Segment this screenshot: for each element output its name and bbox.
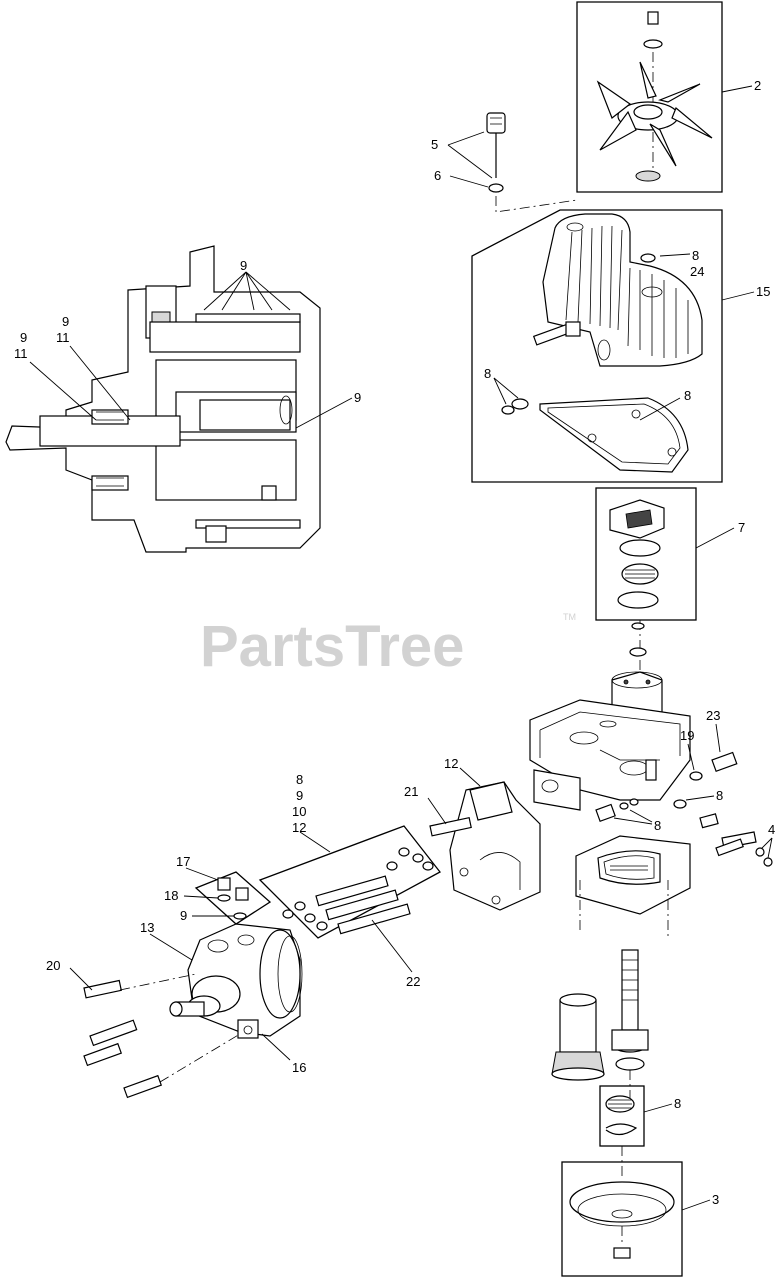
bearing-box (599, 1085, 645, 1147)
pulley (569, 1181, 675, 1223)
fitting-plug-b (235, 887, 249, 901)
housing-cover (542, 213, 703, 367)
callout-9-a: 9 (20, 330, 27, 345)
pulley-nut (613, 1247, 631, 1259)
cover-seal (640, 253, 656, 263)
valve-washer (689, 771, 703, 781)
callout-12: 12 (444, 756, 458, 771)
fan-nut (647, 11, 659, 25)
bracket-bolt (429, 816, 472, 837)
callout-4: 4 (768, 822, 775, 837)
callout-9-small: 9 (180, 908, 187, 923)
filter (551, 993, 605, 1081)
callout-19: 19 (680, 728, 694, 743)
callout-13: 13 (140, 920, 154, 935)
callout-8-housing: 8 (654, 818, 661, 833)
callout-3: 3 (712, 1192, 719, 1207)
cover-fill-port (566, 222, 584, 232)
callout-9-b: 9 (62, 314, 69, 329)
section-view: 9 9 11 9 11 9 (5, 245, 361, 553)
main-housing (529, 699, 691, 811)
callout-8-top: 8 (692, 248, 699, 263)
callout-8-right-gasket: 8 (684, 388, 691, 403)
callout-8-valve: 8 (716, 788, 723, 803)
callout-8-bearing: 8 (674, 1096, 681, 1111)
wheel-motor: 13 16 (140, 920, 306, 1075)
lever-seal-a (511, 398, 529, 410)
fitting-kit: 17 18 9 (164, 854, 272, 925)
callout-22: 22 (406, 974, 420, 989)
fan-blades (596, 61, 713, 167)
fan-washer (643, 39, 663, 49)
thrust-race (617, 591, 659, 609)
motor-bolts: 20 (46, 958, 241, 1099)
callout-6: 6 (434, 168, 441, 183)
callout-11-b: 11 (56, 330, 70, 345)
lever-seal-b (501, 405, 515, 415)
callout-9-right: 9 (354, 390, 361, 405)
callout-9-stack: 9 (296, 788, 303, 803)
callout-2: 2 (754, 78, 761, 93)
fan-assembly: 2 (576, 1, 761, 193)
filter-body (559, 999, 597, 1053)
callout-12-stack: 12 (292, 820, 306, 835)
housing-fittings: 8 (595, 798, 661, 833)
valve-cap (711, 751, 738, 773)
callout-11-a: 11 (14, 346, 28, 361)
output-shaft (611, 949, 649, 1100)
watermark-trademark: TM (563, 612, 576, 622)
callout-8-stack: 8 (296, 772, 303, 787)
fitting-plug-a (217, 877, 231, 891)
motor-mount-ear (237, 1019, 259, 1039)
callout-24: 24 (690, 264, 704, 279)
callout-21: 21 (404, 784, 418, 799)
relief-valve: 23 19 8 (673, 708, 738, 809)
pulley-group: 3 (561, 1146, 719, 1277)
callout-7: 7 (738, 520, 745, 535)
callout-16: 16 (292, 1060, 306, 1075)
callout-5: 5 (431, 137, 438, 152)
callout-9-top: 9 (240, 258, 247, 273)
dipstick-cap (486, 112, 506, 134)
mounting-bracket: 12 21 (404, 756, 541, 911)
shaft-bearing: 8 (599, 1085, 681, 1147)
swashplate-group: 7 (595, 487, 745, 690)
seal-plate (575, 835, 691, 940)
swashplate-box (595, 487, 697, 621)
bypass-lever: 8 (484, 321, 581, 415)
fan-hub-spacer (635, 170, 661, 182)
fitting-kit-box (194, 871, 272, 925)
thrust-washer (619, 539, 661, 557)
dipstick: 5 6 (431, 112, 578, 213)
dipstick-o-ring (488, 183, 504, 193)
housing-cover-box (471, 209, 723, 483)
housing-cover-group: 8 24 15 8 8 (471, 209, 770, 483)
watermark: PartsTree (200, 614, 464, 679)
cover-gasket (539, 397, 689, 473)
callout-18: 18 (164, 888, 178, 903)
o-ring-kit-box (258, 825, 441, 939)
control-arm: 4 (699, 813, 775, 867)
callout-15: 15 (756, 284, 770, 299)
callout-17: 17 (176, 854, 190, 869)
cover-shaft-boss (641, 286, 663, 298)
callout-10-stack: 10 (292, 804, 306, 819)
o-ring-kit: 8 9 10 12 (258, 772, 441, 939)
hydraulic-tubes: 22 (315, 875, 420, 989)
callout-20: 20 (46, 958, 60, 973)
callout-23: 23 (706, 708, 720, 723)
callout-8-left-gasket: 8 (484, 366, 491, 381)
fan-box (576, 1, 723, 193)
